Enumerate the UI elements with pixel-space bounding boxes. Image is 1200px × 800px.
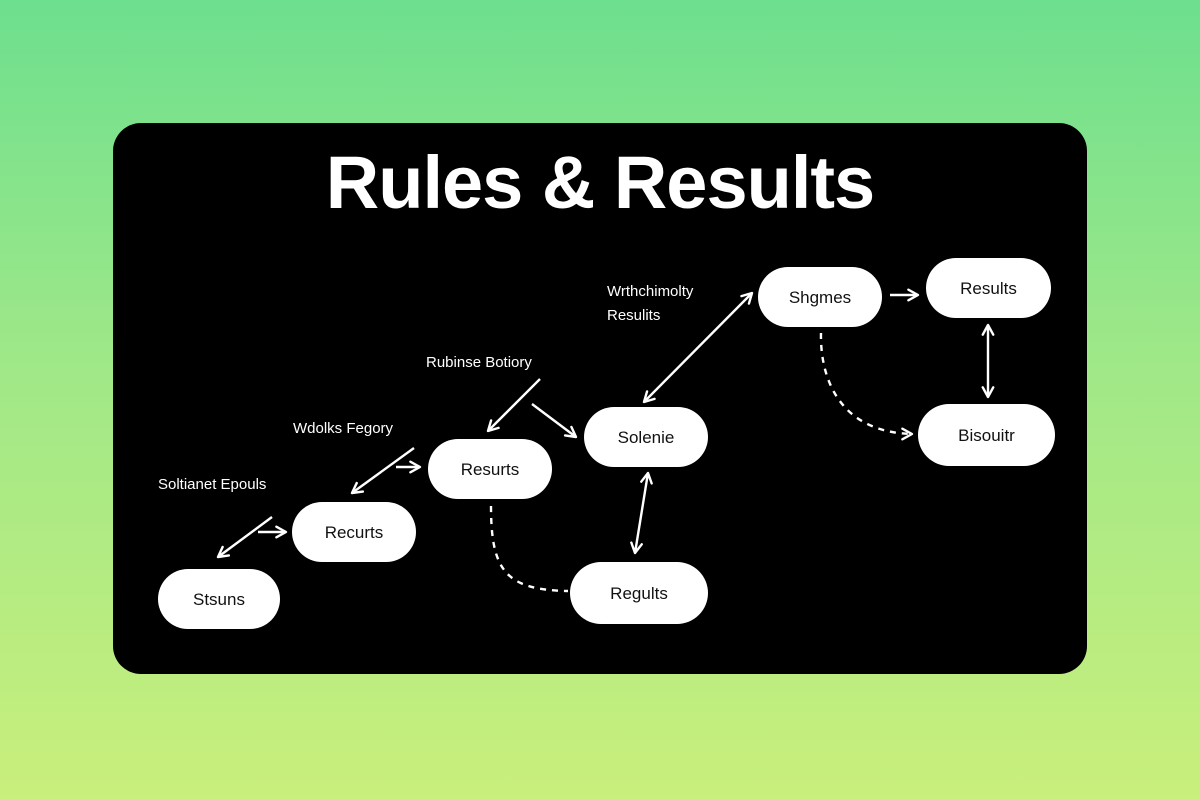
label-wdolks: Wdolks Fegory xyxy=(293,420,394,437)
edge-shgmes-to-results-arrowhead xyxy=(907,288,920,302)
edge-resurts-to-recurts-arrowhead xyxy=(350,481,365,495)
edge-solenie-to-shgmes-arrowhead-start xyxy=(642,390,656,404)
node-shgmes: Shgmes xyxy=(758,267,882,327)
edge-solenie-to-regults-arrowhead xyxy=(630,541,643,555)
node-resurts-label: Resurts xyxy=(461,460,520,479)
diagram-title: Rules & Results xyxy=(325,141,875,224)
edge-results-to-bisouitr-arrowhead-start xyxy=(981,323,995,336)
edge-rubinse-to-resurts xyxy=(487,378,541,432)
node-resurts-box xyxy=(428,439,552,499)
node-resurts: Resurts xyxy=(428,439,552,499)
edge-shgmes-to-bisouitr-arrowhead xyxy=(901,427,914,441)
edge-rubinse-to-solenie-arrowhead xyxy=(563,425,578,439)
node-results: Results xyxy=(926,258,1051,318)
edge-solenie-to-shgmes-arrowhead xyxy=(740,291,754,305)
edge-solenie-to-regults xyxy=(633,472,650,554)
edge-soltianet-to-recurts-arrowhead xyxy=(275,525,288,539)
edge-solenie-to-shgmes xyxy=(643,292,753,403)
edge-rubinse-to-resurts-arrowhead xyxy=(486,419,500,433)
node-recurts-label: Recurts xyxy=(325,523,384,542)
node-bisouitr: Bisouitr xyxy=(918,404,1055,466)
label-soltianet: Soltianet Epouls xyxy=(158,476,266,493)
node-solenie-box xyxy=(584,407,708,467)
edge-results-to-bisouitr-arrowhead xyxy=(981,386,995,399)
node-shgmes-box xyxy=(758,267,882,327)
node-regults: Regults xyxy=(570,562,708,624)
node-stsuns-box xyxy=(158,569,280,629)
node-results-box xyxy=(926,258,1051,318)
edge-resurts-to-regults xyxy=(489,505,569,593)
node-recurts-box xyxy=(292,502,416,562)
edge-recurts-to-stsuns xyxy=(217,516,273,558)
label-wrthchimolty-line-1: Wrthchimolty xyxy=(607,283,694,300)
node-stsuns: Stsuns xyxy=(158,569,280,629)
node-regults-box xyxy=(570,562,708,624)
node-recurts: Recurts xyxy=(292,502,416,562)
node-solenie: Solenie xyxy=(584,407,708,467)
edge-recurts-to-stsuns-arrowhead xyxy=(216,545,231,559)
edge-shgmes-to-bisouitr xyxy=(819,332,913,436)
edge-resurts-to-recurts xyxy=(351,447,415,494)
node-stsuns-label: Stsuns xyxy=(193,590,245,609)
node-results-label: Results xyxy=(960,279,1017,298)
edge-solenie-to-regults-arrowhead-start xyxy=(640,471,653,485)
node-shgmes-label: Shgmes xyxy=(789,288,851,307)
label-wrthchimolty-line-2: Resulits xyxy=(607,307,660,324)
edge-wdolks-to-resurts-arrowhead xyxy=(409,460,422,474)
label-rubinse: Rubinse Botiory xyxy=(426,354,532,371)
node-regults-label: Regults xyxy=(610,584,668,603)
edge-rubinse-to-solenie xyxy=(531,403,577,438)
node-bisouitr-label: Bisouitr xyxy=(958,426,1015,445)
node-solenie-label: Solenie xyxy=(618,428,675,447)
node-bisouitr-box xyxy=(918,404,1055,466)
